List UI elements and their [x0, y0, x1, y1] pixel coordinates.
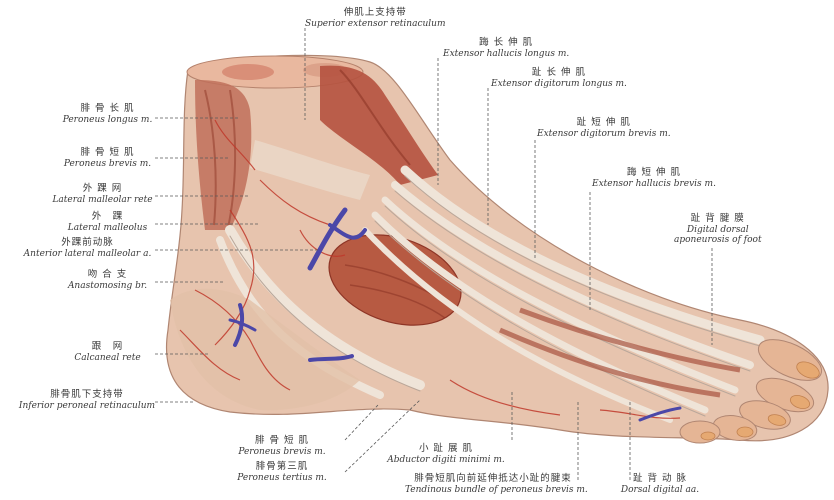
toenails: [700, 361, 820, 441]
label-peroneus-brevis-upper: 腓 骨 短 肌 Peroneus brevis m.: [63, 147, 152, 169]
label-abductor-digiti-minimi: 小 趾 展 肌 Abductor digiti minimi m.: [387, 443, 505, 465]
label-anastomosing-br: 吻 合 支 Anastomosing br.: [67, 269, 148, 291]
arterial-network: [179, 119, 681, 419]
label-peroneus-brevis-lower: 腓 骨 短 肌 Peroneus brevis m.: [238, 435, 326, 457]
label-extensor-digitorum-longus: 趾 长 伸 肌 Extensor digitorum longus m.: [491, 67, 627, 89]
label-peroneus-longus: 腓 骨 长 肌 Peroneus longus m.: [62, 103, 153, 125]
label-extensor-hallucis-longus: 踇 长 伸 肌 Extensor hallucis longus m.: [443, 37, 570, 59]
label-superior-extensor-retinaculum: 伸肌上支持带 Superior extensor retinaculum: [305, 7, 446, 29]
label-extensor-hallucis-brevis: 踇 短 伸 肌 Extensor hallucis brevis m.: [592, 167, 716, 189]
extensor-tendons: [216, 165, 765, 423]
superior-extensor-retinaculum-band: [250, 140, 370, 200]
peroneus-longus-muscle: [195, 80, 252, 230]
label-peroneus-tertius: 腓骨第三肌 Peroneus tertius m.: [237, 461, 327, 483]
label-dorsal-digital-aa: 趾 背 动 脉 Dorsal digital aa.: [620, 473, 700, 495]
label-calcaneal-rete: 跟 网 Calcaneal rete: [74, 341, 141, 363]
label-tendinous-bundle: 腓骨短肌向前延伸抵达小趾的腱束 Tendinous bundle of pero…: [405, 473, 588, 495]
label-extensor-digitorum-brevis: 趾 短 伸 肌 Extensor digitorum brevis m.: [537, 117, 671, 139]
veins: [228, 207, 682, 422]
label-lateral-malleolar-rete: 外 踝 网 Lateral malleolar rete: [52, 183, 153, 205]
label-digital-dorsal-aponeurosis: 趾 背 腱 膜 Digital dorsal aponeurosis of fo…: [674, 213, 762, 246]
label-anterior-lateral-malleolar-a: 外踝前动脉 Anterior lateral malleolar a.: [23, 237, 152, 259]
heel-fascia: [170, 288, 360, 411]
extensor-muscle-belly: [320, 65, 438, 185]
label-lateral-malleolus: 外 踝 Lateral malleolus: [67, 211, 148, 233]
label-inferior-peroneal-retinaculum: 腓骨肌下支持带 Inferior peroneal retinaculum: [18, 389, 156, 411]
